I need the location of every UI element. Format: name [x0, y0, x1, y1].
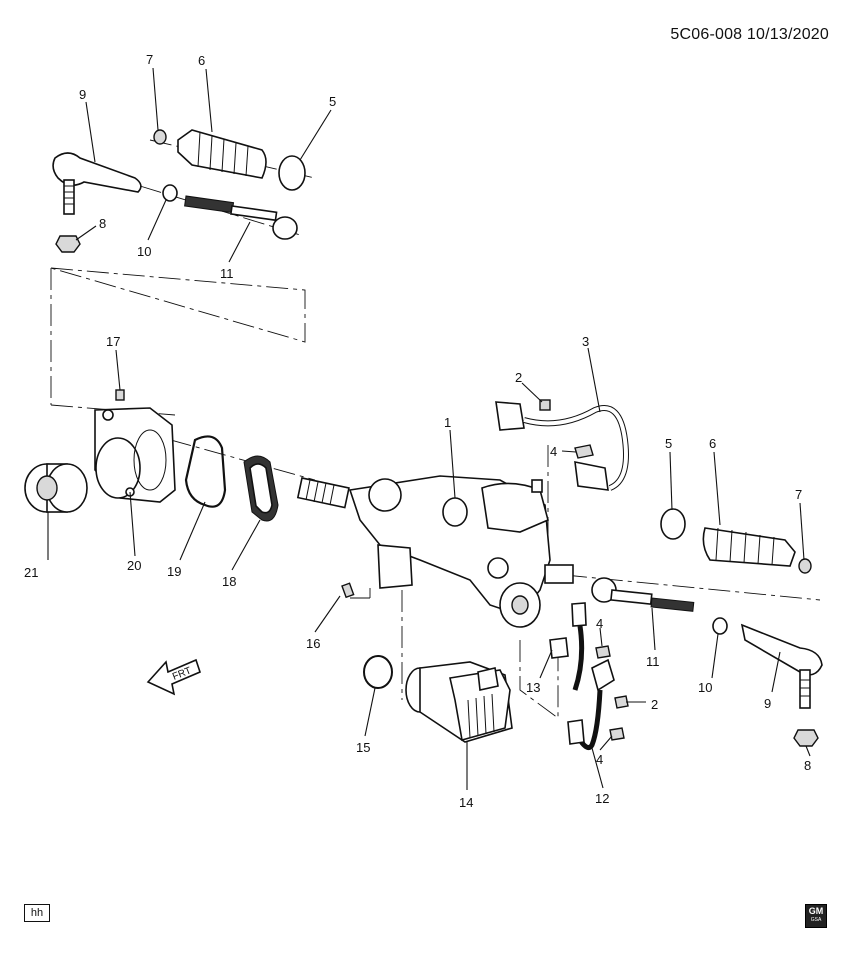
- belt-pulley-housing: [94, 407, 176, 503]
- harness-clip-upper: [539, 399, 551, 411]
- callout-3: 3: [582, 334, 589, 349]
- callout-20: 20: [127, 558, 141, 573]
- callout-15: 15: [356, 740, 370, 755]
- gm-logo-text: GM: [808, 906, 824, 916]
- inner-tie-rod-right: [591, 577, 695, 612]
- callout-7-right: 7: [795, 487, 802, 502]
- callout-13: 13: [526, 680, 540, 695]
- drive-belt: [184, 435, 227, 508]
- boot-clamp-right-large: [660, 508, 686, 540]
- callout-9-upper: 9: [79, 87, 86, 102]
- callout-11-right: 11: [646, 654, 660, 669]
- callout-4-middle: 4: [596, 616, 603, 631]
- illustrator-code-box: hh: [24, 904, 50, 922]
- tie-rod-nut-upper: [55, 235, 81, 253]
- callout-numbers: 7 6 5 9 8 10 11 17 21 20 19 18 1 2 3 4 5…: [24, 52, 811, 810]
- ball-nut-pulley: [243, 455, 279, 522]
- callout-6-right: 6: [709, 436, 716, 451]
- steering-gear-assembly: [296, 475, 574, 628]
- callout-2-lower: 2: [651, 697, 658, 712]
- callout-11-upper: 11: [220, 266, 234, 281]
- callout-8-upper: 8: [99, 216, 106, 231]
- callout-4-lower: 4: [596, 752, 603, 767]
- callout-2-upper: 2: [515, 370, 522, 385]
- callout-19: 19: [167, 564, 181, 579]
- jam-nut-right: [712, 617, 728, 635]
- callout-10-upper: 10: [137, 244, 151, 259]
- electric-motor-control-module: [405, 661, 513, 743]
- gm-logo-subtext: GSA: [810, 917, 822, 923]
- motor-o-ring: [363, 655, 393, 689]
- harness-retainer-middle: [595, 645, 611, 659]
- housing-bolt: [115, 389, 125, 401]
- tie-rod-nut-right: [793, 729, 819, 747]
- jam-nut-upper: [162, 184, 178, 202]
- callout-9-right: 9: [764, 696, 771, 711]
- callout-5-upper: 5: [329, 94, 336, 109]
- boot-clamp-upper-small: [153, 129, 167, 145]
- gear-mount-bolt: [341, 582, 355, 599]
- outer-tie-rod-end-upper: [52, 152, 142, 215]
- diagram-code: 5C06-008 10/13/2020: [670, 26, 829, 43]
- callout-7-upper: 7: [146, 52, 153, 67]
- callout-6-upper: 6: [198, 53, 205, 68]
- callout-17: 17: [106, 334, 120, 349]
- callout-8-right: 8: [804, 758, 811, 773]
- housing-bushing: [24, 463, 88, 513]
- callout-1: 1: [444, 415, 451, 430]
- callout-5-right: 5: [665, 436, 672, 451]
- callout-4-upper: 4: [550, 444, 557, 459]
- gm-logo: GM GSA: [805, 904, 827, 928]
- callout-14: 14: [459, 795, 473, 810]
- harness-clip-lower: [614, 695, 629, 709]
- inner-tie-rod-upper: [184, 195, 298, 240]
- callout-16: 16: [306, 636, 320, 651]
- steering-boot-right: [702, 527, 796, 567]
- boot-clamp-upper-large: [278, 155, 306, 191]
- harness-retainer-lower: [609, 727, 625, 741]
- harness-retainer-upper: [574, 444, 594, 459]
- steering-boot-upper: [177, 129, 267, 179]
- wiring-harness-lower: [567, 602, 615, 751]
- front-direction-indicator: FRT: [146, 658, 201, 696]
- callout-12: 12: [595, 791, 609, 806]
- callout-21: 21: [24, 565, 38, 580]
- motor-connector: [549, 637, 569, 659]
- outer-tie-rod-end-right: [740, 623, 823, 709]
- callout-10-right: 10: [698, 680, 712, 695]
- callout-18: 18: [222, 574, 236, 589]
- wiring-harness-upper: [495, 401, 629, 491]
- callout-leaders: [47, 67, 811, 790]
- boot-clamp-right-small: [798, 558, 812, 574]
